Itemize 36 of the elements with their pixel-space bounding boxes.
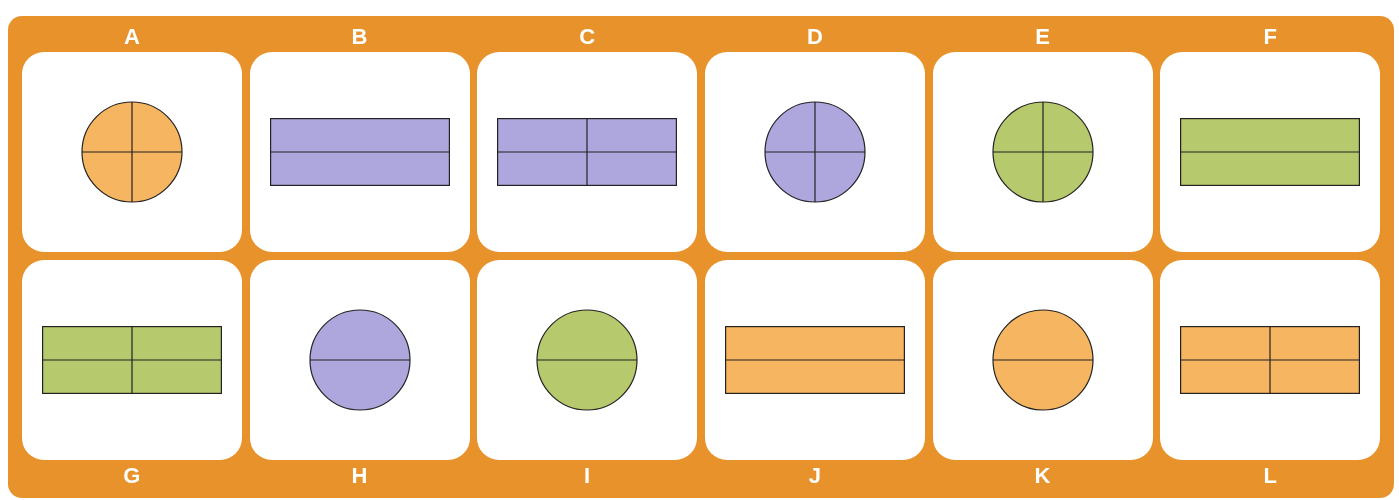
card-letter: A	[123, 26, 140, 48]
quartered-rectangle	[497, 118, 678, 186]
halved-circle	[308, 309, 411, 411]
quartered-rectangle	[1180, 326, 1361, 394]
card	[21, 52, 242, 252]
card-letter: F	[1263, 26, 1277, 48]
card-letter: H	[351, 465, 368, 487]
card-letter: C	[579, 26, 596, 48]
halved-circle	[536, 309, 639, 411]
halved-rectangle	[1180, 118, 1361, 186]
quartered-circle	[763, 101, 866, 203]
card-letter: I	[584, 465, 591, 487]
card-letter: G	[123, 465, 141, 487]
card-letter: L	[1263, 465, 1277, 487]
halved-circle	[991, 309, 1094, 411]
quartered-rectangle	[41, 326, 222, 394]
card	[21, 260, 242, 460]
halved-rectangle	[724, 326, 905, 394]
card-letter: K	[1034, 465, 1051, 487]
halved-rectangle	[269, 118, 450, 186]
quartered-circle	[991, 101, 1094, 203]
card	[704, 52, 925, 252]
card	[932, 260, 1153, 460]
card	[704, 260, 925, 460]
card-letter: E	[1035, 26, 1050, 48]
card	[1160, 260, 1381, 460]
card	[477, 52, 698, 252]
card-letter: B	[351, 26, 368, 48]
card-letter: D	[806, 26, 823, 48]
card-letter: J	[808, 465, 821, 487]
quartered-circle	[80, 101, 183, 203]
card	[249, 260, 470, 460]
card	[1160, 52, 1381, 252]
card	[477, 260, 698, 460]
card	[932, 52, 1153, 252]
card	[249, 52, 470, 252]
